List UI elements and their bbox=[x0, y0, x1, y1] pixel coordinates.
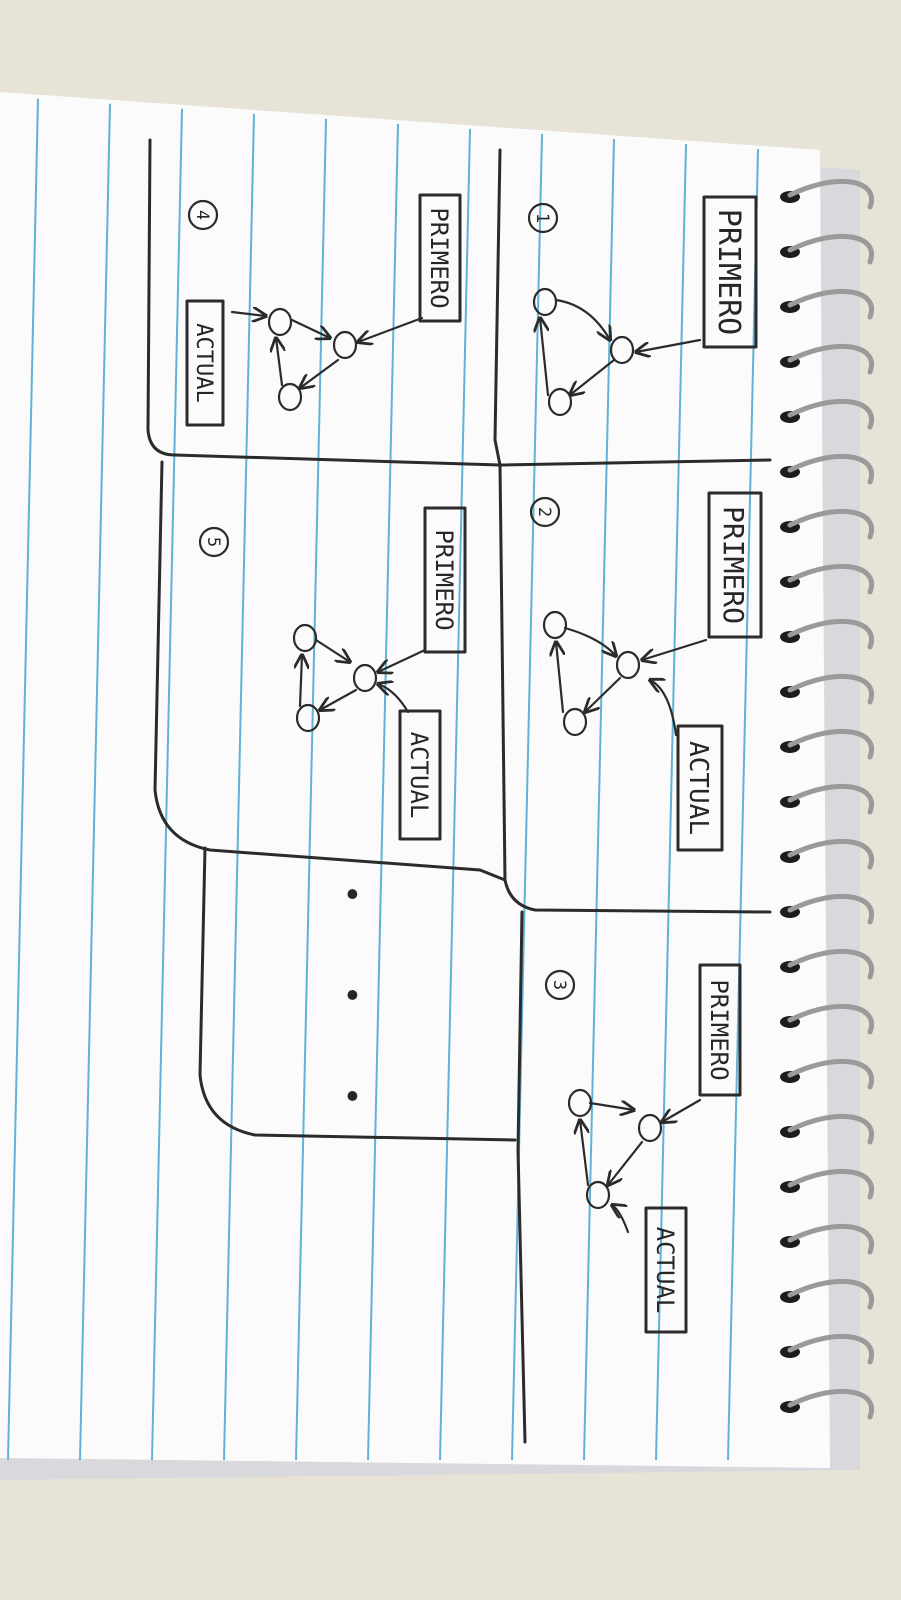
spiral-ring bbox=[787, 233, 874, 265]
panel-numbers: 1 2 3 4 5 bbox=[187, 199, 576, 1001]
svg-text:PRIMERO: PRIMERO bbox=[425, 207, 453, 308]
rule-line bbox=[439, 128, 471, 1461]
panel-5-number-text: 5 bbox=[203, 537, 223, 547]
svg-text:PRIMERO: PRIMERO bbox=[430, 529, 458, 630]
panel-1-node-c bbox=[547, 387, 573, 417]
rule-line bbox=[511, 133, 543, 1461]
rule-line bbox=[367, 123, 399, 1461]
panel-2-list bbox=[542, 610, 708, 737]
panel-2-number: 2 bbox=[529, 496, 561, 528]
panel-4-number: 4 bbox=[187, 199, 219, 231]
svg-text:PRIMERO: PRIMERO bbox=[717, 506, 750, 624]
notebook-paper bbox=[0, 92, 830, 1468]
svg-text:ACTUAL: ACTUAL bbox=[651, 1227, 679, 1314]
panel-4-actual-label: ACTUAL bbox=[185, 299, 225, 427]
panel-5-actual-label: ACTUAL bbox=[398, 709, 442, 841]
panel-1-node-a bbox=[609, 335, 635, 365]
panel-1-primero-label: PRIMERO bbox=[702, 195, 758, 349]
rule-line bbox=[223, 113, 255, 1461]
spiral-ring bbox=[787, 1223, 874, 1255]
spiral-ring bbox=[787, 1278, 874, 1310]
panel-5-primero-label: PRIMERO bbox=[423, 506, 467, 654]
svg-text:ACTUAL: ACTUAL bbox=[683, 741, 713, 835]
rule-line bbox=[583, 138, 615, 1461]
panel-5-number: 5 bbox=[198, 526, 230, 558]
spiral-ring bbox=[787, 288, 874, 320]
spiral-ring bbox=[787, 1003, 874, 1035]
rule-line bbox=[727, 149, 759, 1461]
panel-1-number-text: 1 bbox=[532, 213, 552, 223]
svg-text:PRIMERO: PRIMERO bbox=[705, 979, 733, 1080]
spiral-ring bbox=[787, 508, 874, 540]
panel-1-node-b bbox=[532, 287, 558, 317]
panel-1-list bbox=[532, 287, 702, 417]
spiral-ring bbox=[787, 343, 874, 375]
continuation-dots: • • • bbox=[331, 884, 371, 1136]
panel-5-list bbox=[292, 623, 427, 733]
spiral-ring bbox=[787, 1388, 874, 1420]
panel-1-number: 1 bbox=[527, 202, 559, 234]
panel-3-number-text: 3 bbox=[549, 980, 569, 990]
spiral-ring bbox=[787, 838, 874, 870]
spiral-ring bbox=[787, 893, 874, 925]
spiral-binding bbox=[780, 178, 874, 1420]
panel-2-primero-label: PRIMERO bbox=[707, 491, 763, 639]
rule-line bbox=[7, 98, 39, 1461]
rule-lines bbox=[7, 98, 759, 1461]
spiral-ring bbox=[787, 563, 874, 595]
continuation-dots-text: • • • bbox=[331, 884, 371, 1136]
svg-text:PRIMERO: PRIMERO bbox=[711, 209, 746, 335]
panel-grid bbox=[146, 138, 772, 1444]
rule-line bbox=[655, 143, 687, 1461]
panel-3-actual-label: ACTUAL bbox=[644, 1206, 688, 1334]
spiral-ring bbox=[787, 728, 874, 760]
panel-4-primero-label: PRIMERO bbox=[418, 193, 462, 323]
svg-text:ACTUAL: ACTUAL bbox=[405, 732, 433, 819]
panel-4-number-text: 4 bbox=[192, 210, 212, 220]
spiral-ring bbox=[787, 1333, 874, 1365]
spiral-ring bbox=[787, 1168, 874, 1200]
spiral-ring bbox=[787, 1058, 874, 1090]
panel-3-list bbox=[567, 1088, 702, 1234]
node-graphs bbox=[230, 287, 708, 1234]
spiral-ring bbox=[787, 783, 874, 815]
spiral-ring bbox=[787, 673, 874, 705]
spiral-ring bbox=[787, 453, 874, 485]
spiral-ring bbox=[787, 618, 874, 650]
panel-4-list bbox=[230, 309, 424, 412]
spiral-ring bbox=[787, 1113, 874, 1145]
svg-text:ACTUAL: ACTUAL bbox=[191, 323, 216, 402]
spiral-ring bbox=[787, 178, 874, 210]
spiral-ring bbox=[787, 398, 874, 430]
rule-line bbox=[295, 118, 327, 1461]
pointer-labels: PRIMERO PRIMERO ACTUAL PRIMERO ACTUAL PR… bbox=[185, 193, 763, 1334]
panel-2-actual-label: ACTUAL bbox=[676, 724, 724, 852]
panel-2-number-text: 2 bbox=[534, 507, 554, 517]
rule-line bbox=[79, 103, 111, 1461]
panel-3-primero-label: PRIMERO bbox=[698, 963, 742, 1097]
spiral-ring bbox=[787, 948, 874, 980]
panel-3-number: 3 bbox=[544, 969, 576, 1001]
rule-line bbox=[151, 108, 183, 1461]
